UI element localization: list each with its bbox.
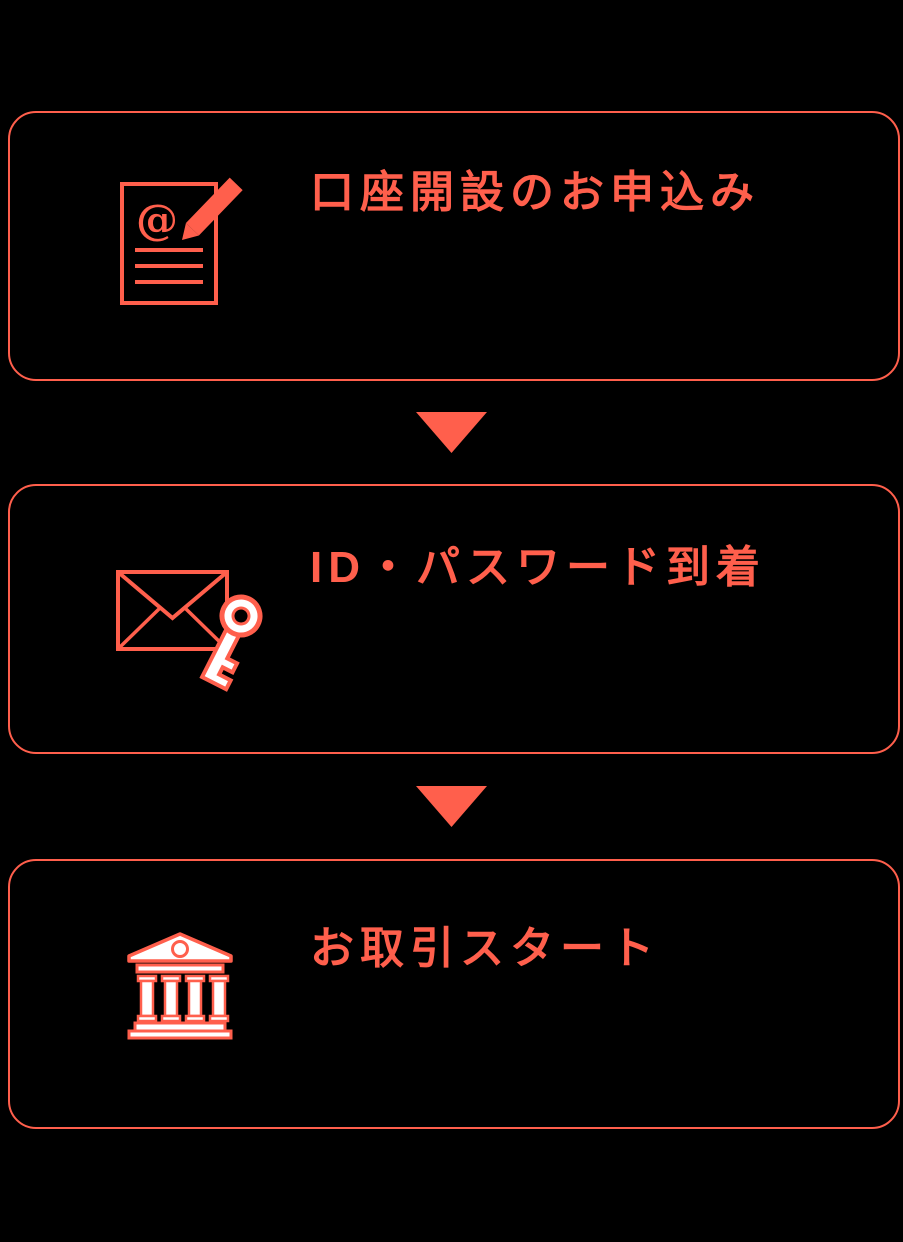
key-icon [199,594,263,692]
account-opening-flow: @ 口座開設のお申込み ID・パスワード [0,111,903,1242]
bank-columns [136,974,230,1023]
down-arrow-icon [416,786,487,827]
flow-connector [0,754,903,859]
down-arrow-icon [416,412,487,453]
application-form-icon: @ [120,177,243,305]
step-card-id-password: ID・パスワード到着 [8,484,900,754]
step-title: お取引スタート [310,924,660,973]
step-card-trade-start: お取引スタート [8,859,900,1129]
pencil-icon [182,177,243,240]
step-title: ID・パスワード到着 [310,543,766,592]
envelope-icon [116,570,229,651]
bank-icon [127,932,233,1040]
flow-connector [0,381,903,484]
step-card-application: @ 口座開設のお申込み [8,111,900,381]
step-title: 口座開設のお申込み [310,168,760,217]
at-symbol: @ [136,195,178,244]
mail-with-key-icon [116,570,263,692]
